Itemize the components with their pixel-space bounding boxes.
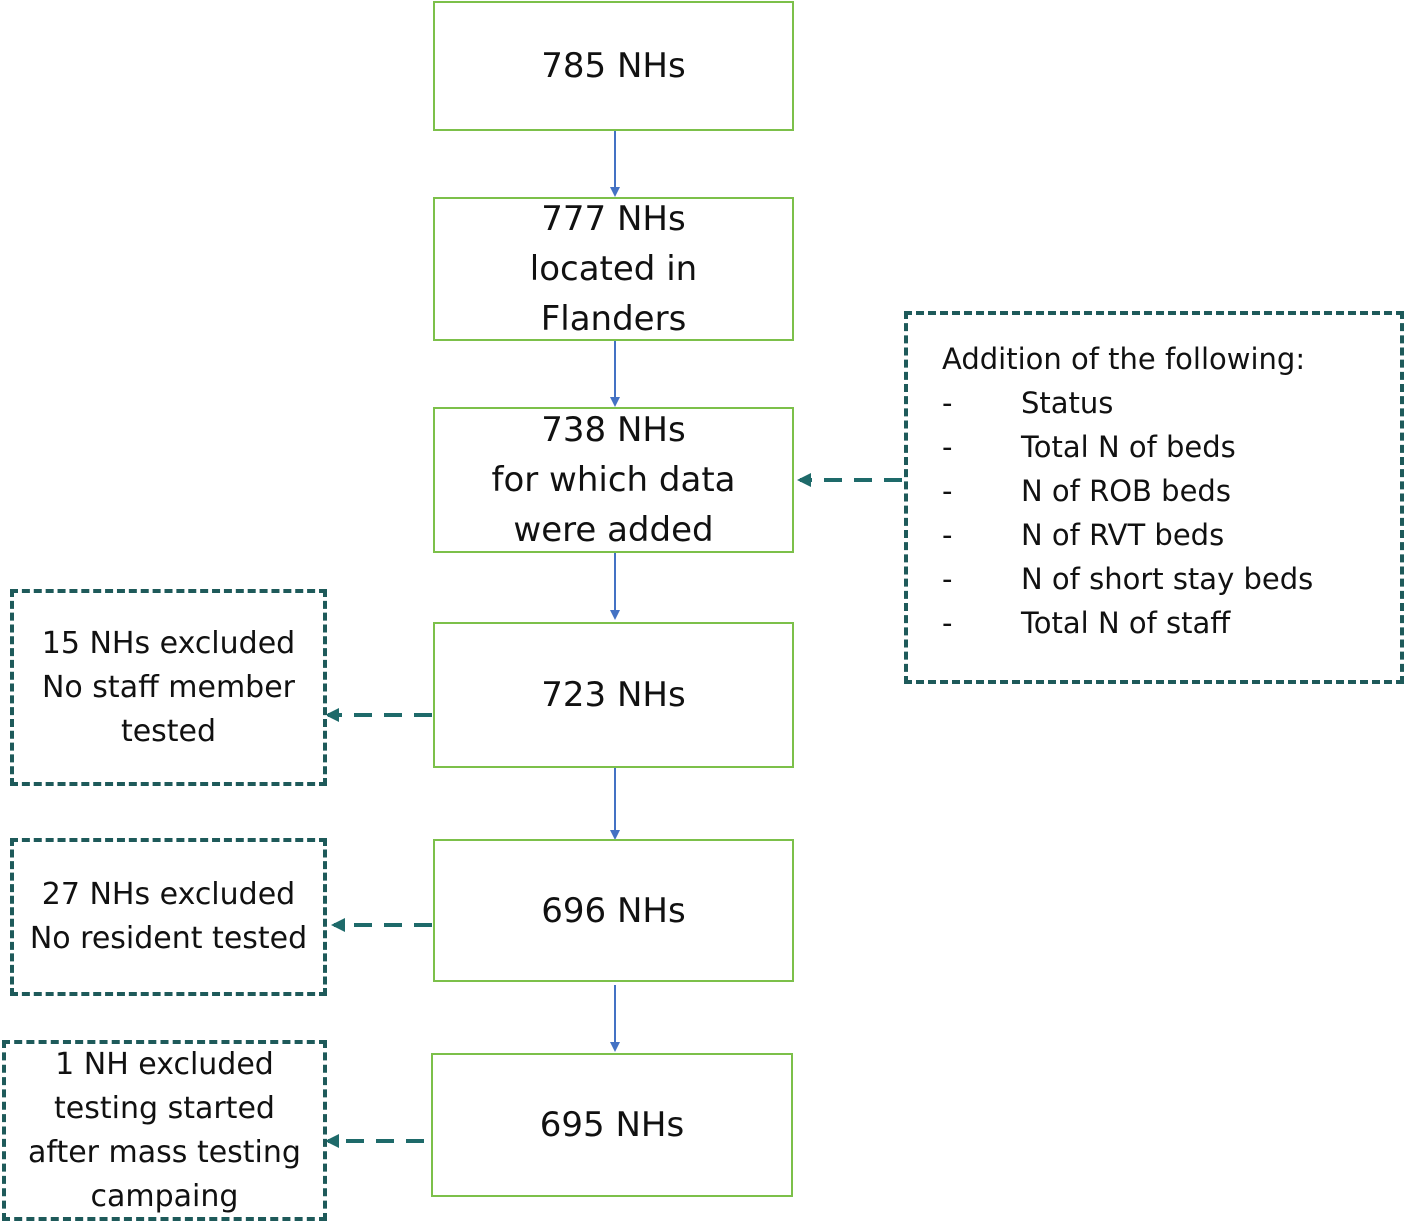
addition-item: - Total N of staff: [942, 601, 1400, 645]
addition-heading-text: Addition of the following:: [942, 342, 1306, 376]
addition-item-text: N of RVT beds: [1021, 518, 1225, 552]
exclusion-text: No staff member: [41, 669, 296, 705]
flow-box-text: were added: [513, 510, 714, 550]
flow-box-text: 723 NHs: [541, 675, 686, 715]
flow-box-text: located in: [529, 249, 698, 289]
bullet-dash: -: [942, 562, 953, 596]
exclusion-text: 15 NHs excluded: [41, 625, 296, 661]
exclusion-text: 27 NHs excluded: [41, 877, 296, 912]
bullet-dash: -: [942, 474, 953, 508]
addition-item: - Total N of beds: [942, 425, 1400, 469]
addition-item: - N of short stay beds: [942, 557, 1400, 601]
addition-item: - N of RVT beds: [942, 513, 1400, 557]
exclusion-box-staff: 15 NHs excluded No staff member tested: [10, 589, 327, 786]
flow-box-text: 738 NHs: [541, 410, 686, 450]
flow-box-738: 738 NHs for which data were added: [433, 407, 794, 553]
flow-box-text: 777 NHs: [541, 199, 686, 239]
addition-item: - N of ROB beds: [942, 469, 1400, 513]
addition-box: Addition of the following: - Status - To…: [904, 311, 1404, 684]
exclusion-text: 1 NH excluded: [55, 1046, 274, 1082]
addition-heading: Addition of the following:: [942, 337, 1400, 381]
flow-box-text: 785 NHs: [541, 46, 686, 86]
bullet-dash: -: [942, 518, 953, 552]
flow-box-785: 785 NHs: [433, 1, 794, 131]
exclusion-text: campaing: [90, 1178, 239, 1214]
bullet-dash: -: [942, 606, 953, 640]
bullet-dash: -: [942, 430, 953, 464]
exclusion-text: after mass testing: [28, 1134, 301, 1170]
flow-box-696: 696 NHs: [433, 839, 794, 982]
addition-item-text: Status: [1021, 386, 1114, 420]
flow-box-text: for which data: [491, 460, 736, 500]
addition-item-text: Total N of beds: [1021, 430, 1236, 464]
flow-box-695: 695 NHs: [431, 1053, 793, 1197]
exclusion-box-testing: 1 NH excluded testing started after mass…: [2, 1040, 327, 1221]
bullet-dash: -: [942, 386, 953, 420]
addition-item-text: N of short stay beds: [1021, 562, 1314, 596]
exclusion-text: testing started: [54, 1090, 275, 1126]
exclusion-text: tested: [120, 713, 217, 749]
exclusion-text: No resident tested: [29, 921, 308, 956]
flow-box-723: 723 NHs: [433, 622, 794, 768]
addition-item: - Status: [942, 381, 1400, 425]
flow-box-text: 695 NHs: [539, 1105, 685, 1145]
addition-item-text: Total N of staff: [1021, 606, 1231, 640]
flow-box-777: 777 NHs located in Flanders: [433, 197, 794, 341]
flow-box-text: 696 NHs: [541, 890, 686, 931]
flow-box-text: Flanders: [540, 299, 687, 339]
exclusion-box-resident: 27 NHs excluded No resident tested: [10, 838, 327, 996]
addition-item-text: N of ROB beds: [1021, 474, 1231, 508]
